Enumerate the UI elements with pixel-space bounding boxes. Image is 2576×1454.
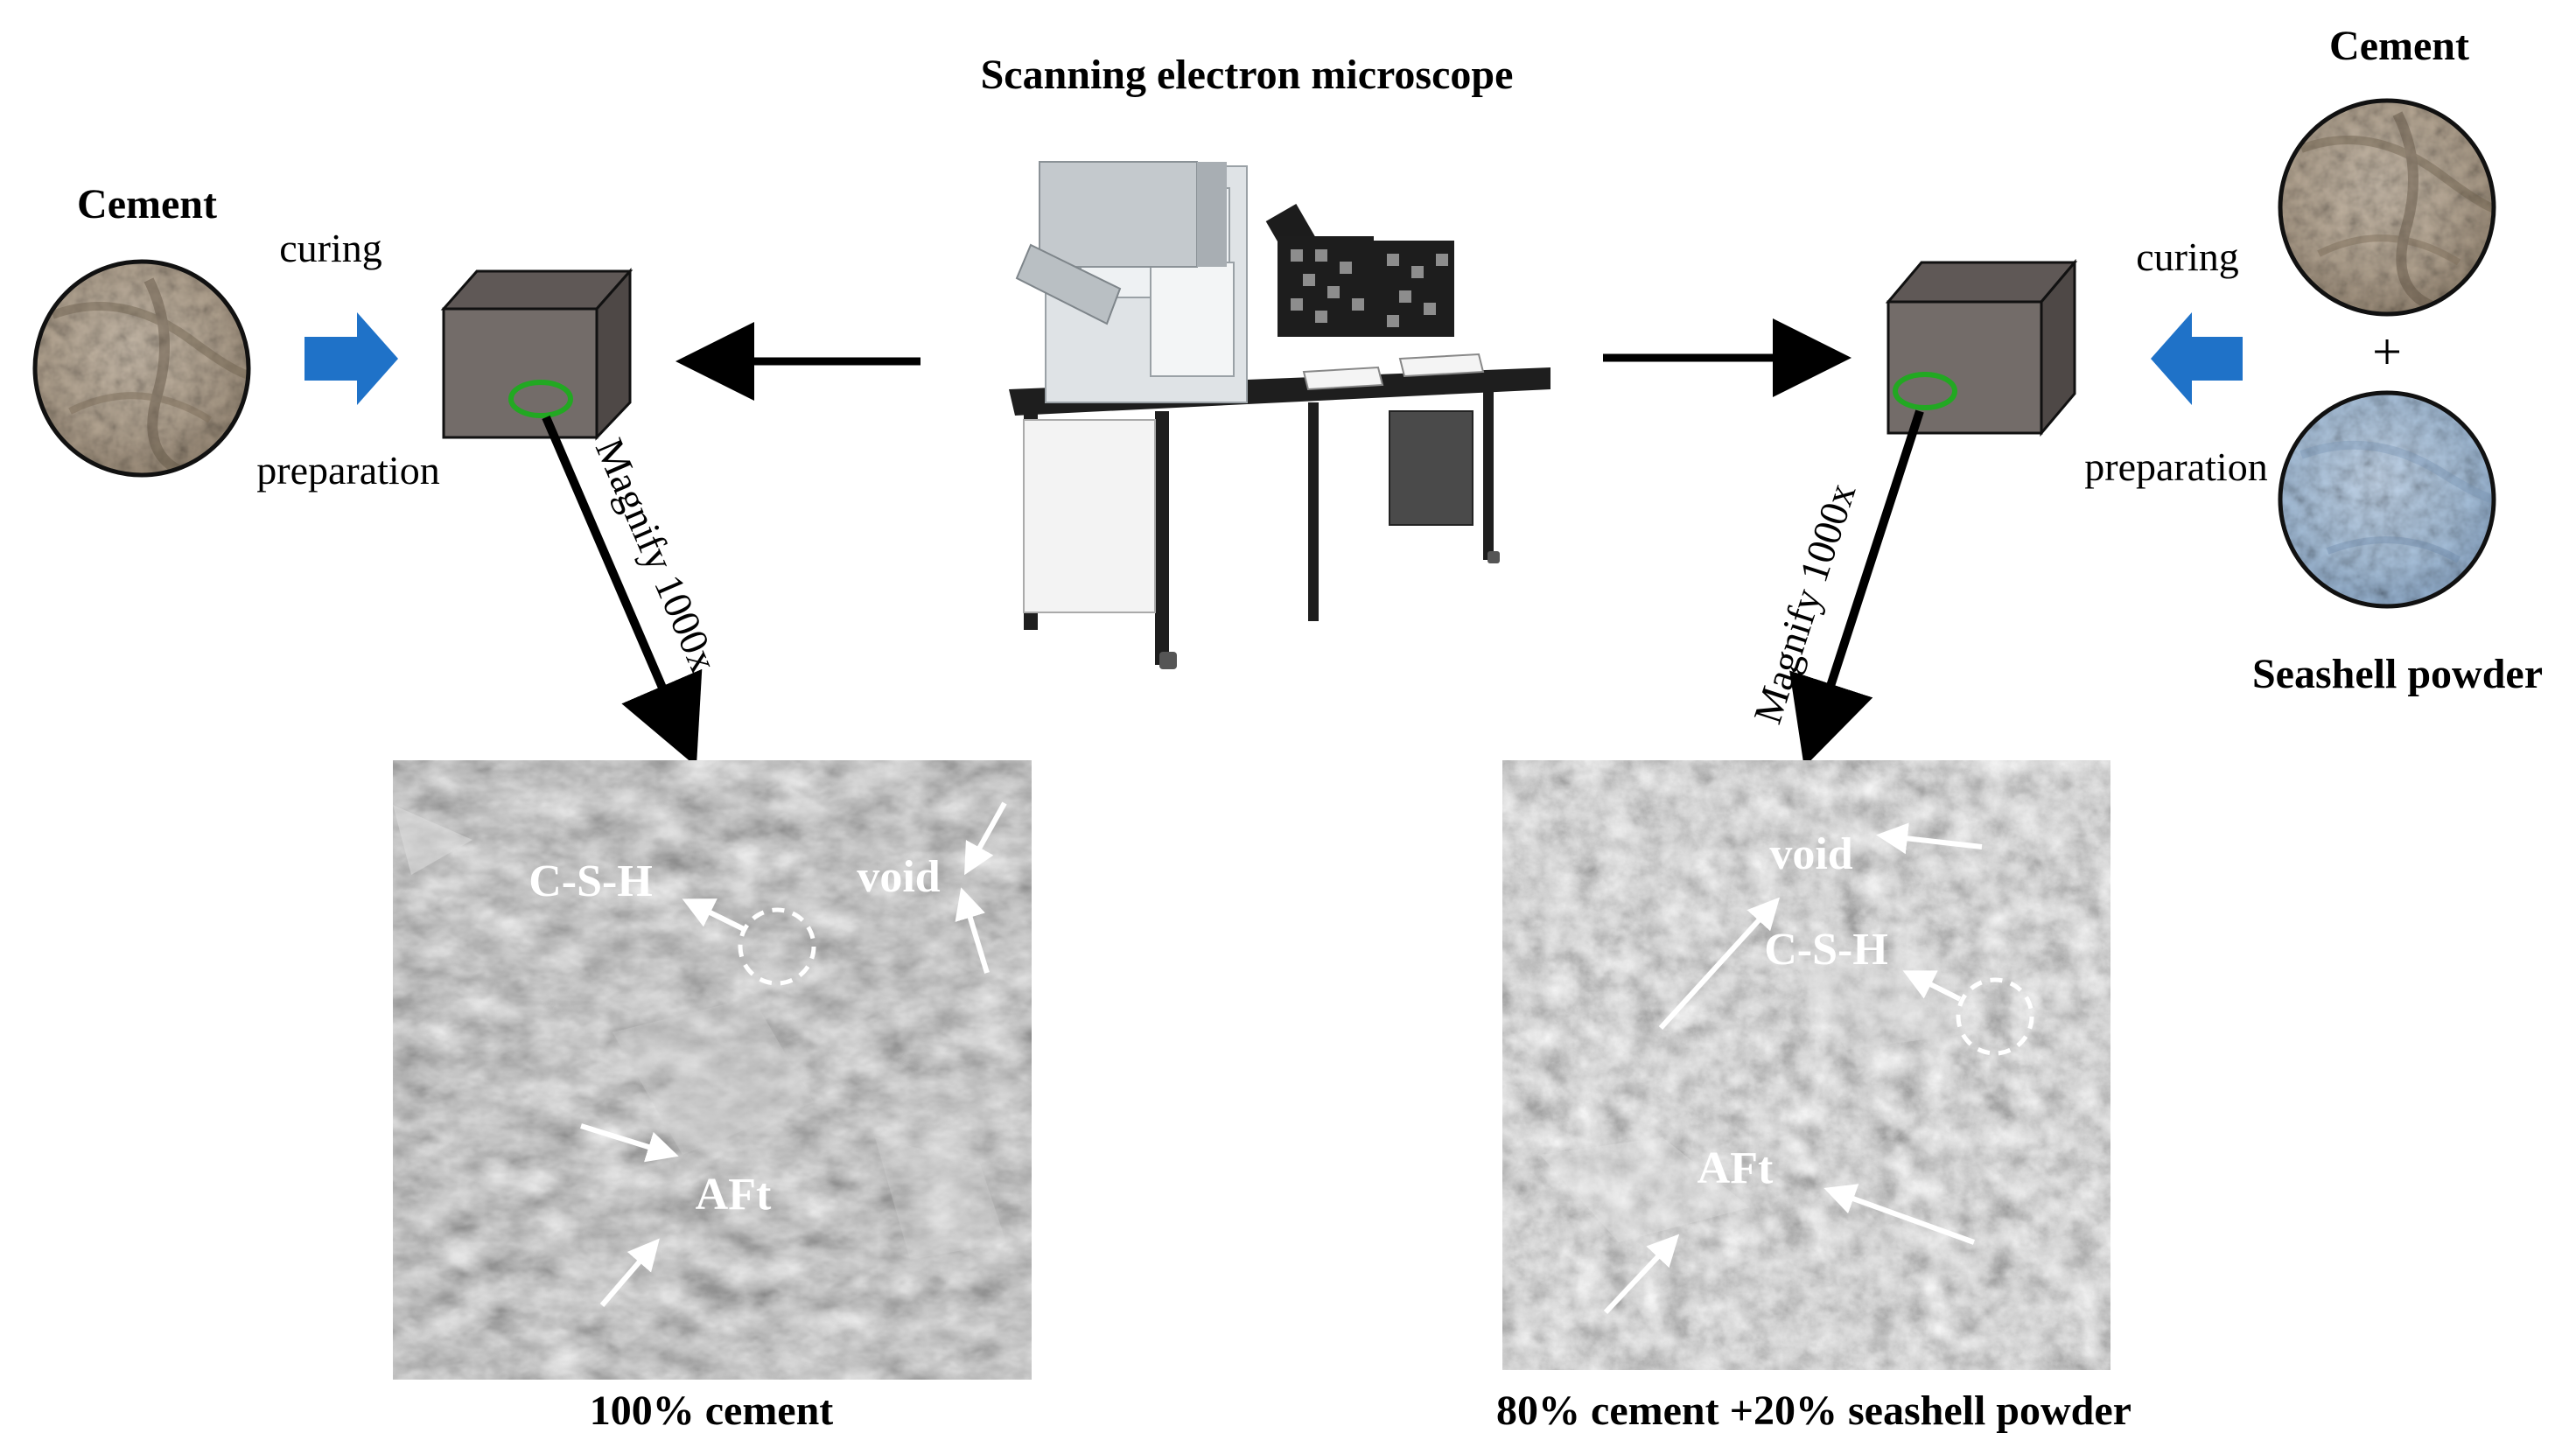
- left-process-arrow: [304, 312, 398, 405]
- right-annotation-csh: C-S-H: [1764, 925, 1888, 975]
- right-seashell-powder-image: [2278, 390, 2496, 609]
- right-process-arrow: [2151, 312, 2243, 405]
- left-cement-label: Cement: [77, 181, 217, 227]
- right-annotation-void: void: [1769, 829, 1852, 879]
- left-cement-powder-image: [32, 259, 251, 478]
- right-aft-arrow-2: [1603, 1234, 1680, 1315]
- left-preparation-label: preparation: [256, 448, 439, 493]
- right-sample-cube: [1885, 258, 2078, 437]
- right-sem-micrograph: [1502, 760, 2110, 1370]
- right-preparation-label: preparation: [2084, 444, 2267, 489]
- left-csh-arrow: [682, 898, 746, 932]
- left-void-arrow-1: [964, 801, 1007, 876]
- right-seashell-label: Seashell powder: [2252, 651, 2543, 697]
- left-aft-arrow-2: [599, 1238, 660, 1307]
- left-void-arrow-2: [955, 887, 990, 974]
- sem-instrument-illustration: [1009, 161, 1550, 669]
- left-csh-circle: [738, 907, 816, 986]
- left-sample-cube: [440, 268, 634, 441]
- left-annotation-csh: C-S-H: [528, 856, 653, 906]
- right-curing-label: curing: [2136, 234, 2239, 279]
- right-caption: 80% cement +20% seashell powder: [1496, 1388, 2132, 1434]
- right-void-arrow-1: [1876, 822, 1983, 855]
- right-void-arrow-2: [1658, 897, 1781, 1031]
- right-magnify-arrow: [1789, 409, 1924, 768]
- right-cement-powder-image: [2278, 98, 2496, 317]
- left-caption: 100% cement: [590, 1388, 834, 1434]
- right-csh-arrow: [1902, 970, 1962, 1002]
- left-sem-micrograph: [393, 760, 1032, 1380]
- right-annotation-aft: AFt: [1698, 1143, 1774, 1193]
- left-annotation-aft: AFt: [696, 1170, 772, 1220]
- left-sample-spot: [508, 380, 573, 418]
- right-plus-sign: +: [2372, 323, 2402, 381]
- right-cement-label: Cement: [2329, 23, 2469, 69]
- right-aft-arrow-1: [1824, 1184, 1976, 1245]
- right-csh-circle: [1956, 977, 2034, 1056]
- left-magnify-arrow: [542, 416, 703, 767]
- left-aft-arrow-1: [580, 1123, 679, 1163]
- right-sample-spot: [1893, 372, 1957, 410]
- left-annotation-void: void: [857, 852, 940, 902]
- left-curing-label: curing: [279, 226, 382, 270]
- right-magnify-label: Magnify 1000x: [1745, 478, 1865, 729]
- diagram-title: Scanning electron microscope: [981, 52, 1514, 98]
